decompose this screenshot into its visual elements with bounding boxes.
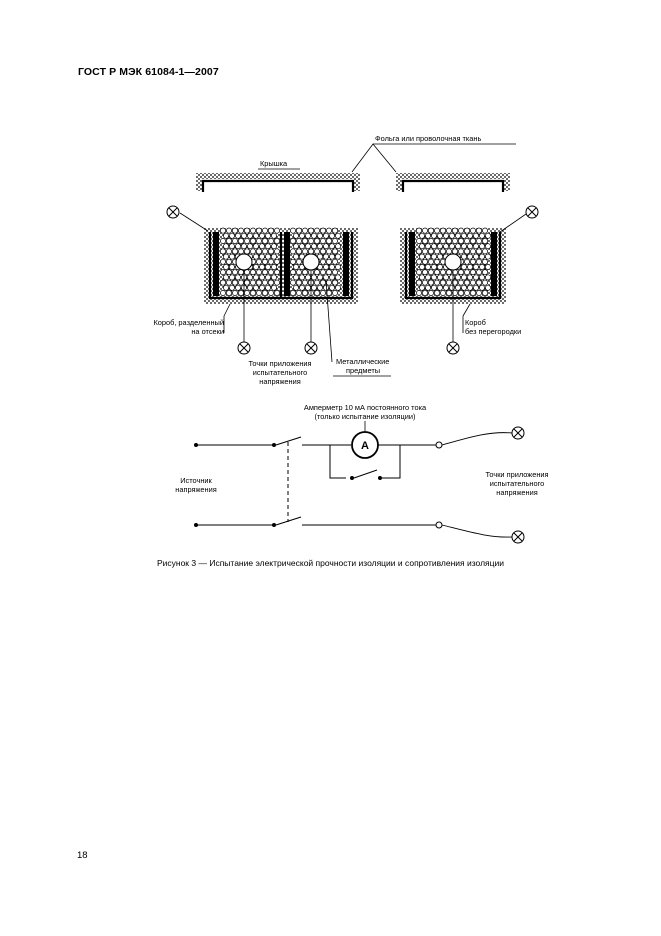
- test-setup-figure: Фольга или проволочная ткань Крышка: [153, 134, 549, 544]
- box-divided-label-1: Короб, разделенный: [153, 318, 224, 327]
- electrode-left-1: [235, 253, 253, 271]
- test-point-icon: [446, 341, 460, 355]
- ammeter-label-2: (только испытание изоляции): [315, 412, 416, 421]
- divided-box: [204, 227, 358, 304]
- test-point-icon: [511, 530, 525, 544]
- page-number: 18: [77, 850, 88, 861]
- test-points-label-3: напряжения: [259, 377, 301, 386]
- metal-objects-label-1: Металлические: [336, 357, 389, 366]
- right-test-points-label-2: испытательного: [490, 479, 545, 488]
- voltage-source-label-2: напряжения: [175, 485, 217, 494]
- metal-balls-right: [416, 227, 491, 296]
- metal-objects-label-2: предметы: [346, 366, 380, 375]
- test-point-icon: [525, 205, 539, 219]
- electrode-left-2: [302, 253, 320, 271]
- test-point-icon: [304, 341, 318, 355]
- lid-label: Крышка: [260, 159, 288, 168]
- metal-balls-left: [220, 227, 341, 296]
- foil-label: Фольга или проволочная ткань: [375, 134, 481, 143]
- box-plain-label-2: без перегородки: [465, 327, 521, 336]
- document-header: ГОСТ Р МЭК 61084-1—2007: [78, 66, 219, 78]
- test-point-icon: [166, 205, 180, 219]
- test-point-icon: [237, 341, 251, 355]
- electrode-right: [444, 253, 462, 271]
- left-lid: [196, 173, 360, 192]
- right-test-points-label-3: напряжения: [496, 488, 538, 497]
- ammeter-symbol: A: [361, 440, 369, 452]
- box-plain-label-1: Короб: [465, 318, 486, 327]
- test-points-label-1: Точки приложения: [248, 359, 311, 368]
- voltage-source-label-1: Источник: [180, 476, 212, 485]
- right-lid: [396, 173, 510, 192]
- figure-caption: Рисунок 3 — Испытание электрической проч…: [156, 558, 505, 568]
- test-points-label-2: испытательного: [253, 368, 308, 377]
- box-divided-label-2: на отсеки: [191, 327, 224, 336]
- circuit: A: [194, 431, 513, 538]
- ammeter-label-1: Амперметр 10 мА постоянного тока: [304, 403, 427, 412]
- right-test-points-label-1: Точки приложения: [485, 470, 548, 479]
- test-point-icon: [511, 426, 525, 440]
- foil-leader-lines: [351, 143, 397, 173]
